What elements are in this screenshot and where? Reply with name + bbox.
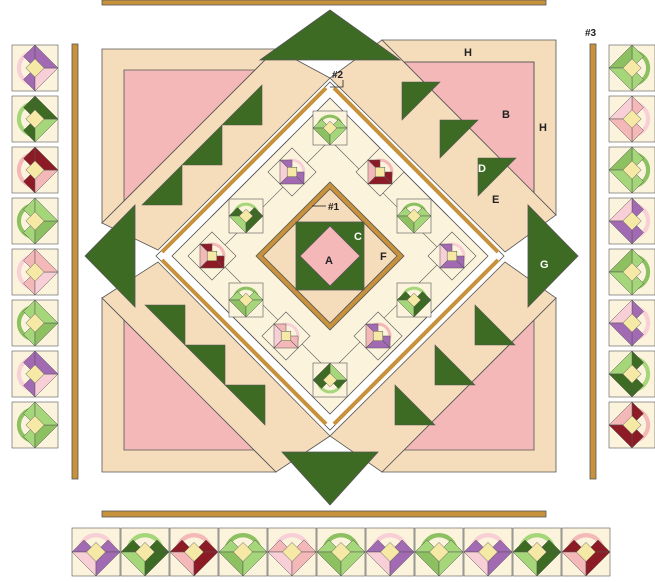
right-border-basket-5 [609,300,655,346]
left-border-basket-7 [12,402,58,448]
label-d: D [478,163,486,175]
left-gold-strip [72,44,78,479]
label-f: F [380,251,387,263]
left-border-basket-0 [12,45,58,91]
label-e: E [492,194,499,206]
label-h-right: H [539,122,547,134]
ring-basket-8 [397,283,431,317]
setting-triangle-bottom [282,452,378,505]
bottom-border-basket-9 [513,528,561,576]
ring-basket-4 [397,199,431,233]
left-pieced-border [12,45,58,448]
left-border-basket-5 [12,300,58,346]
label-a: A [325,255,333,267]
bottom-border-basket-7 [415,528,463,576]
bottom-border-basket-5 [317,528,365,576]
bottom-border-basket-6 [366,528,414,576]
bottom-border-basket-2 [170,528,218,576]
bottom-border-basket-3 [219,528,267,576]
right-border-basket-7 [609,402,655,448]
left-border-basket-4 [12,249,58,295]
bottom-gold-strip [102,511,546,517]
bottom-border-basket-8 [464,528,512,576]
label-border-1: #1 [328,202,340,213]
bottom-border-basket-1 [121,528,169,576]
setting-triangle-top [260,10,400,60]
label-border-2: #2 [332,70,344,81]
right-border-basket-4 [609,249,655,295]
label-b: B [502,109,510,121]
label-border-3: #3 [585,28,597,39]
left-border-basket-6 [12,351,58,397]
ring-basket-3 [229,199,263,233]
left-border-basket-2 [12,147,58,193]
right-border-basket-3 [609,198,655,244]
left-border-basket-1 [12,96,58,142]
right-border-basket-1 [609,96,655,142]
bottom-border-basket-0 [72,528,120,576]
label-g: G [540,259,549,271]
left-border-basket-3 [12,198,58,244]
label-h-top: H [464,47,472,59]
ring-basket-11 [313,363,347,397]
right-border-basket-2 [609,147,655,193]
bottom-pieced-border [72,528,610,576]
setting-triangle-right [528,205,578,307]
right-border-basket-0 [609,45,655,91]
right-border-basket-6 [609,351,655,397]
bottom-border-basket-10 [562,528,610,576]
right-pieced-border [609,45,655,448]
label-c: C [354,231,362,243]
top-sashing-strip [102,0,546,5]
bottom-border-basket-4 [268,528,316,576]
ring-basket-7 [229,283,263,317]
ring-basket-0 [313,111,347,145]
right-gold-strip [590,44,596,479]
